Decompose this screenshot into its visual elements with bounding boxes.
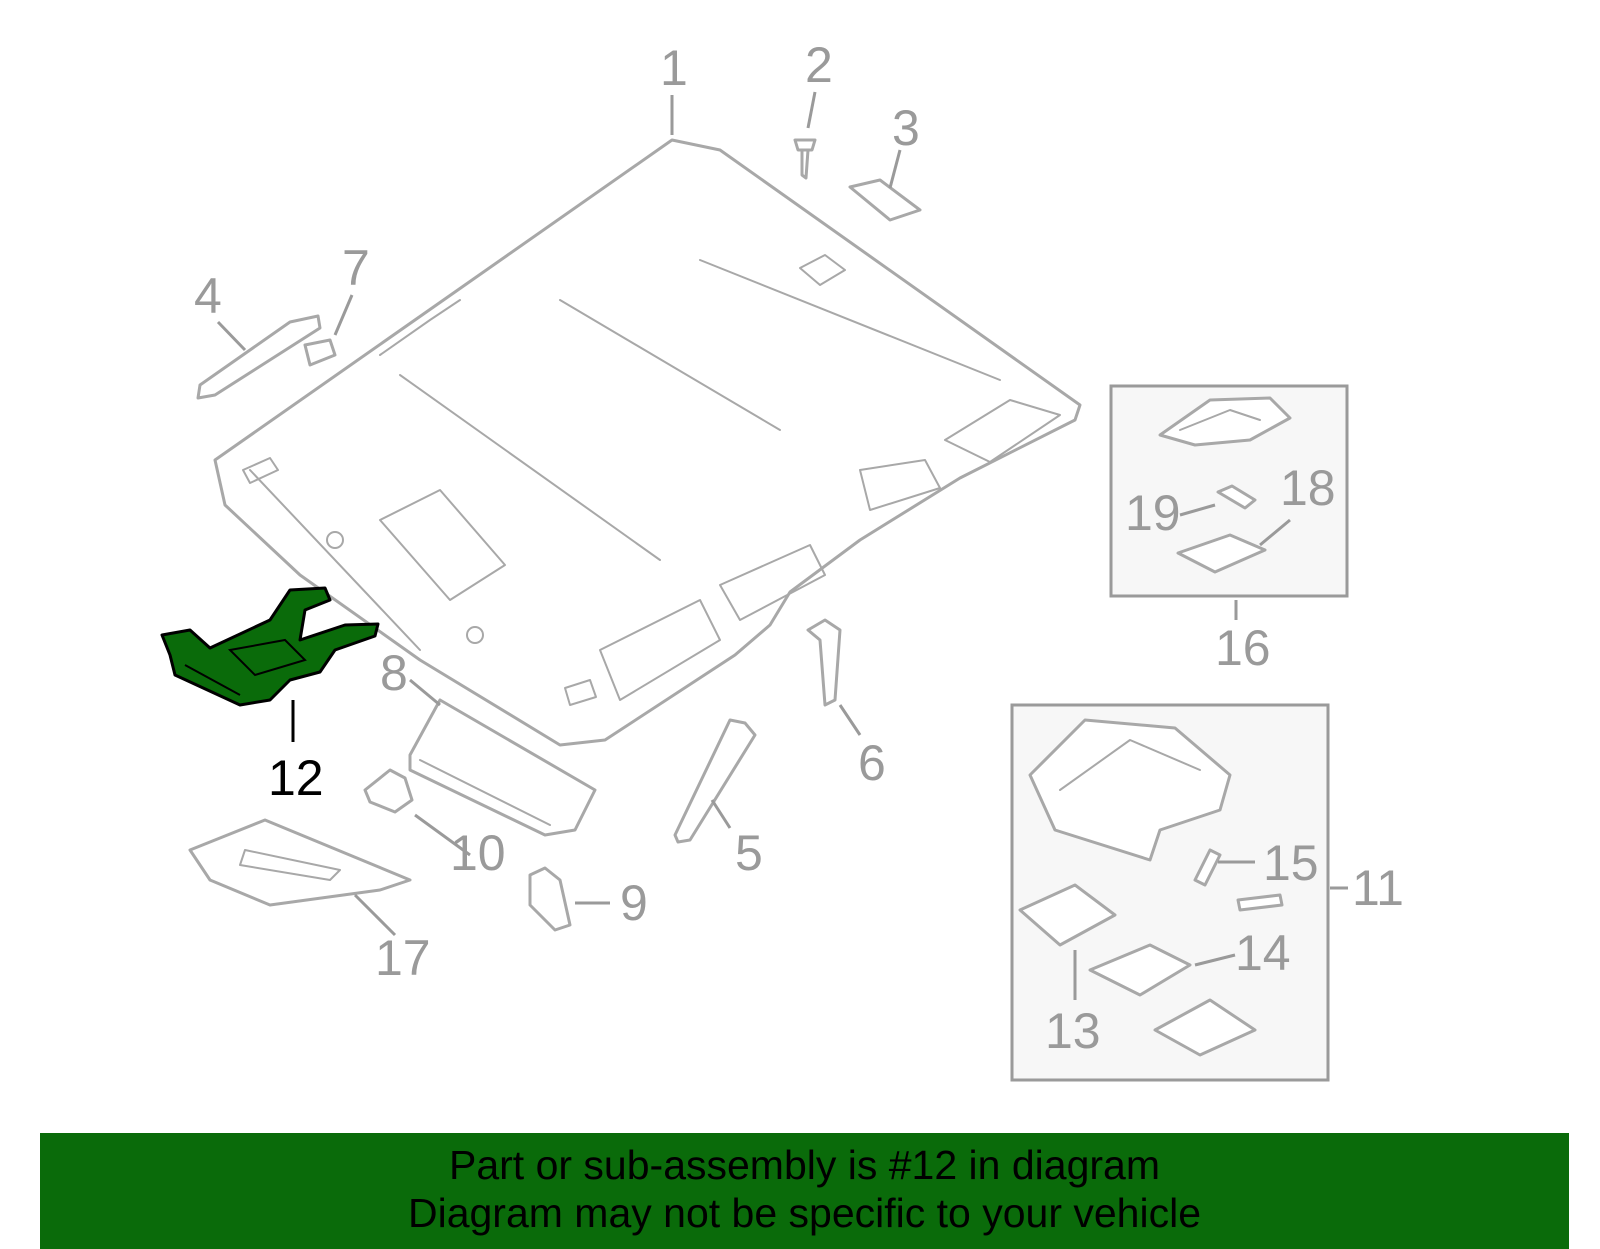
- banner-line-2: Diagram may not be specific to your vehi…: [407, 1190, 1201, 1236]
- callout-3: 3: [892, 100, 920, 156]
- callout-1: 1: [660, 40, 688, 96]
- inset-box-11: [1010, 703, 1330, 1082]
- clip-part: [793, 138, 817, 180]
- callout-4: 4: [194, 268, 222, 324]
- label-pad-part: [848, 178, 922, 222]
- callout-18: 18: [1280, 460, 1336, 516]
- banner-line-1: Part or sub-assembly is #12 in diagram: [449, 1142, 1160, 1188]
- callout-13: 13: [1045, 1003, 1101, 1059]
- callout-17: 17: [375, 930, 431, 986]
- callout-2: 2: [805, 37, 833, 93]
- coat-hook-part: [806, 618, 842, 707]
- visor-holder-part: [363, 768, 414, 814]
- info-banner: Part or sub-assembly is #12 in diagram D…: [40, 1133, 1569, 1249]
- callout-15: 15: [1263, 835, 1319, 891]
- callout-8: 8: [380, 645, 408, 701]
- inset-box-16: [1109, 384, 1349, 598]
- highlighted-part-12: [160, 586, 380, 707]
- highlighted-part-12-detail: [184, 638, 307, 696]
- handle-bracket-part: [196, 314, 322, 400]
- callout-7: 7: [342, 240, 370, 296]
- callout-12: 12: [268, 750, 324, 806]
- sun-visor-part: [408, 698, 597, 837]
- headliner-panel: [213, 138, 1082, 747]
- callout-14: 14: [1235, 925, 1291, 981]
- callout-19: 19: [1125, 485, 1181, 541]
- tray-part: [188, 818, 412, 907]
- callout-16: 16: [1215, 620, 1271, 676]
- bracket-part-9: [528, 866, 572, 932]
- callout-5: 5: [735, 825, 763, 881]
- callout-6: 6: [858, 735, 886, 791]
- callout-11: 11: [1352, 860, 1404, 916]
- callout-9: 9: [620, 875, 648, 931]
- grab-handle-part: [673, 718, 757, 844]
- small-clip-part: [303, 338, 337, 367]
- leader-lines: [216, 91, 1348, 1000]
- callout-10: 10: [450, 825, 506, 881]
